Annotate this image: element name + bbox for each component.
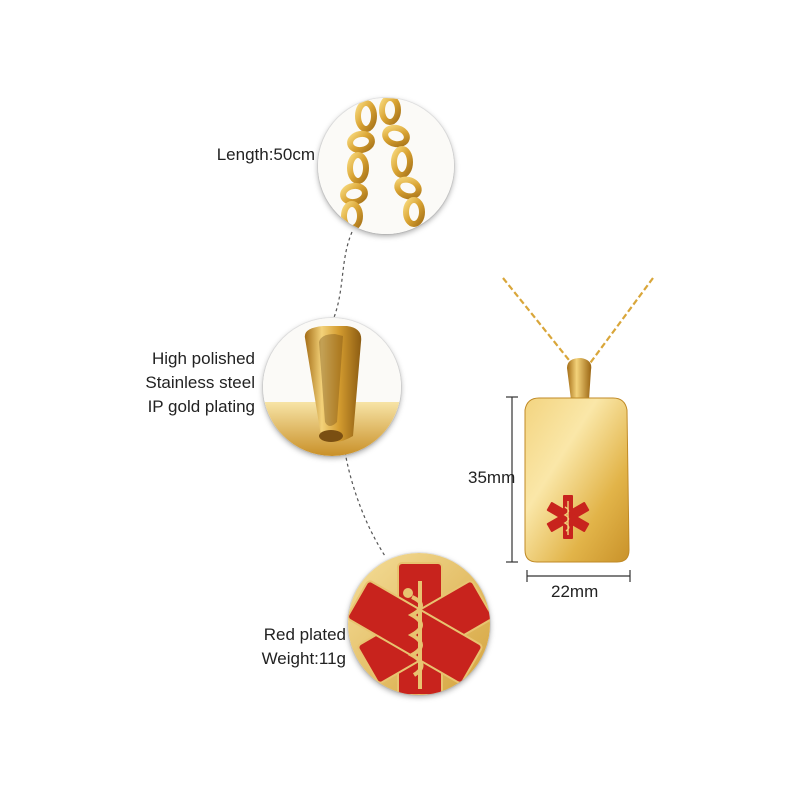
plating-weight-label: Red plated Weight:11g [261, 625, 346, 668]
chain-left [502, 277, 578, 371]
star-of-life-icon [348, 553, 490, 695]
bail-icon [263, 318, 401, 456]
bail-detail-circle [263, 318, 401, 456]
material-label: High polished Stainless steel IP gold pl… [145, 349, 255, 416]
width-dimension-label: 22mm [551, 582, 599, 601]
chain-length-label: Length:50cm [216, 145, 315, 164]
symbol-detail-circle [348, 553, 490, 695]
chain-detail-circle [318, 98, 454, 234]
pendant-product-image [502, 277, 654, 563]
tag-star-of-life-icon [546, 495, 590, 539]
chain-icon [318, 98, 454, 234]
height-dimension-label: 35mm [468, 468, 516, 487]
chain-right [584, 277, 654, 371]
